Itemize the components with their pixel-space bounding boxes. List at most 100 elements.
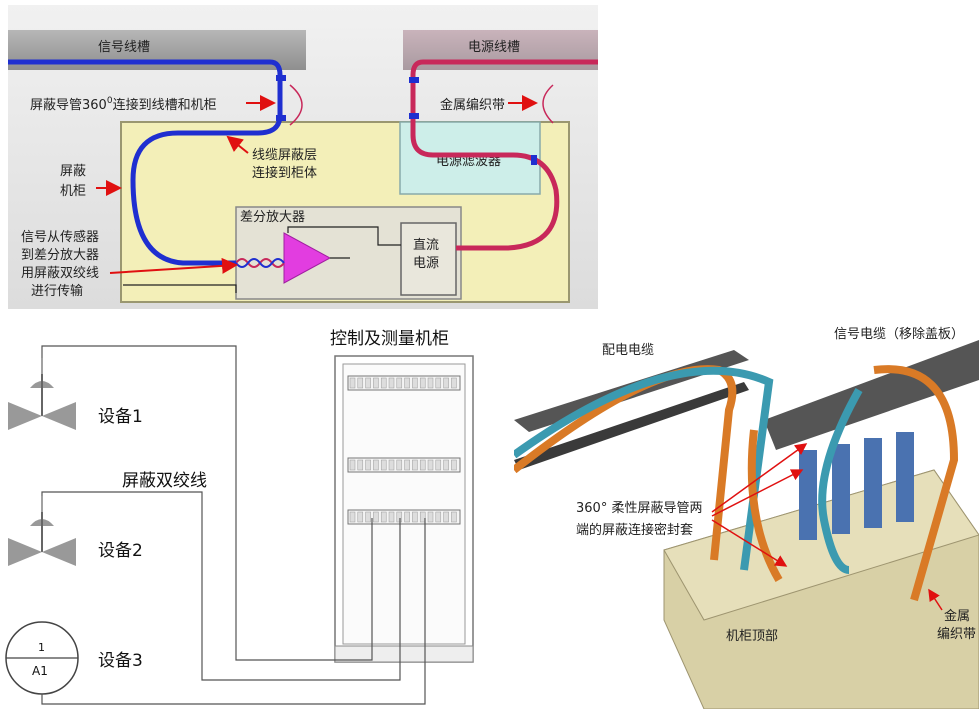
terminal-slot — [357, 459, 364, 471]
cabinet-inner — [342, 363, 466, 645]
terminal-slot — [435, 511, 442, 523]
terminal-slot — [365, 377, 371, 389]
terminal-slot — [380, 511, 387, 523]
signal-path-label-2: 到差分放大器 — [21, 248, 99, 263]
terminal-slot — [380, 459, 387, 471]
terminal-slot — [451, 377, 457, 389]
terminal-slot — [412, 459, 418, 471]
signal-cable-teal — [818, 388, 863, 574]
terminal-slot — [451, 511, 457, 523]
terminal-slot — [365, 511, 371, 523]
ground-wire — [123, 284, 237, 293]
signal-tray — [764, 340, 979, 450]
terminal-slot — [365, 459, 371, 471]
braid-strap-right — [873, 365, 959, 602]
terminal-slot — [427, 377, 434, 389]
conduit-360-label: 屏蔽导管3600连接到线槽和机柜 — [30, 96, 217, 113]
diff-amp-label: 差分放大器 — [240, 210, 305, 225]
dc-label-2: 电源 — [413, 256, 439, 271]
cabinet-base — [334, 645, 474, 663]
sleeve-arrow-3 — [711, 519, 788, 567]
signal-braid — [289, 84, 303, 126]
power-clamp-bottom — [409, 113, 419, 119]
signal-clamp-top — [276, 75, 286, 81]
conduit-group — [799, 432, 914, 540]
signal-cable — [8, 59, 283, 266]
terminal-slot — [396, 459, 403, 471]
terminal-slot — [357, 511, 364, 523]
signal-path-label-3: 用屏蔽双绞线 — [21, 265, 99, 281]
device2-wire — [41, 491, 401, 681]
terminal-slot — [412, 377, 418, 389]
device2-label: 设备2 — [98, 541, 143, 561]
terminal-slot — [373, 459, 379, 471]
terminal-slot — [427, 511, 434, 523]
terminal-slot — [435, 459, 442, 471]
device1-valve — [8, 358, 76, 430]
terminal-slot — [388, 459, 395, 471]
power-filter-label: 电源滤波器 — [436, 154, 501, 169]
device3-bottom-label: A1 — [32, 664, 48, 678]
power-clamp-top — [409, 77, 419, 83]
terminal-slot — [388, 377, 395, 389]
terminal-slot — [451, 459, 457, 471]
power-cable-label: 配电电缆 — [602, 342, 654, 358]
power-trough-label: 电源线槽 — [468, 40, 520, 55]
dc-supply-box — [400, 222, 457, 296]
sleeve-arrow-2 — [711, 469, 804, 517]
terminal-slot — [373, 377, 379, 389]
signal-path-arrow — [109, 257, 238, 274]
amplifier-triangle — [283, 232, 332, 284]
device1-wire — [41, 345, 373, 661]
power-braid — [542, 84, 554, 124]
stp-label: 屏蔽双绞线 — [122, 471, 207, 491]
device2-valve — [8, 496, 76, 566]
terminal-slot — [380, 377, 387, 389]
dc-label-1: 直流 — [413, 238, 439, 253]
terminal-slot — [404, 377, 410, 389]
terminal-slot — [419, 459, 426, 471]
terminal-slot — [349, 511, 356, 523]
device1-label: 设备1 — [98, 407, 143, 427]
terminal-slot — [396, 511, 403, 523]
device3-wire — [41, 518, 426, 705]
terminal-strip — [347, 509, 461, 525]
cable-shield-label-2: 连接到柜体 — [252, 165, 317, 181]
terminal-slot — [373, 511, 379, 523]
terminal-strips — [347, 375, 461, 525]
power-tray-lower — [514, 382, 749, 470]
device-wiring-svg: 控制及测量机柜 设备1 设备2 1 A1 设备3 屏蔽双绞线 — [5, 329, 474, 705]
filter-clamp — [531, 155, 537, 165]
device3-top-label: 1 — [38, 641, 45, 654]
cable-shield-label-1: 线缆屏蔽层 — [252, 147, 317, 163]
signal-path-label-1: 信号从传感器 — [21, 229, 99, 245]
device-wiring-diagram: 控制及测量机柜 设备1 设备2 1 A1 设备3 屏蔽双绞线 — [0, 320, 485, 709]
cable-shield-arrow — [226, 135, 249, 154]
signal-clamp-bottom — [276, 115, 286, 121]
sleeve-label-2: 端的屏蔽连接密封套 — [576, 522, 693, 538]
power-cable-teal — [511, 366, 774, 571]
braid-strap-left — [747, 429, 783, 583]
cabinet-top-label: 机柜顶部 — [726, 629, 778, 644]
signal-cable-label: 信号电缆（移除盖板） — [834, 326, 964, 342]
terminal-slot — [396, 377, 403, 389]
terminal-slot — [388, 511, 395, 523]
braid-label: 金属编织带 — [440, 97, 505, 113]
cabinet-top-svg: 配电电缆 信号电缆（移除盖板） 360° 柔性屏蔽导管两 端的屏蔽连接密封套 机… — [511, 326, 979, 710]
signal-path-label-4: 进行传输 — [31, 283, 83, 299]
shielded-cabinet-diagram: 信号线槽 电源线槽 电源滤波器 差分放大器 直流 电源 屏蔽导管3600连接到线… — [8, 5, 598, 309]
braid-arrow-3d — [928, 588, 943, 611]
terminal-slot — [419, 511, 426, 523]
device3-label: 设备3 — [98, 651, 143, 671]
amp-power-wire — [287, 226, 401, 246]
terminal-slot — [412, 511, 418, 523]
terminal-strip — [347, 375, 461, 391]
braid-label-2: 编织带 — [937, 627, 976, 642]
terminal-strip — [347, 457, 461, 473]
shielded-cabinet-svg: 信号线槽 电源线槽 电源滤波器 差分放大器 直流 电源 屏蔽导管3600连接到线… — [8, 5, 598, 309]
terminal-slot — [419, 377, 426, 389]
terminal-slot — [443, 511, 449, 523]
cabinet-top-diagram: 配电电缆 信号电缆（移除盖板） 360° 柔性屏蔽导管两 端的屏蔽连接密封套 机… — [511, 320, 979, 710]
shielded-cabinet-label-2: 机柜 — [60, 184, 86, 199]
terminal-slot — [349, 459, 356, 471]
